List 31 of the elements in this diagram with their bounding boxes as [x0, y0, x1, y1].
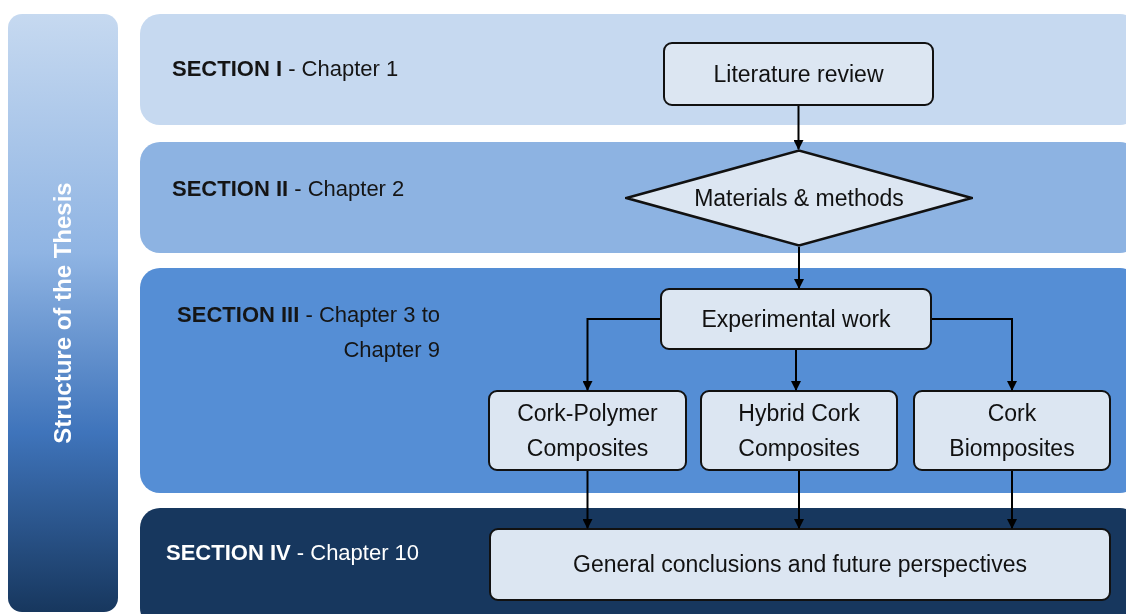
section-band [140, 508, 1126, 614]
arrow [791, 349, 801, 391]
section-band [140, 14, 1126, 125]
section-label: SECTION I - Chapter 1 [172, 55, 399, 83]
box-label: Hybrid Cork Composites [737, 399, 861, 463]
section-band [140, 142, 1126, 253]
diamond-label: Materials & methods [694, 184, 904, 212]
process-box [913, 390, 1111, 471]
section-label: SECTION IV - Chapter 10 [166, 539, 420, 567]
vertical-title: Structure of the Thesis [49, 182, 77, 444]
box-label: General conclusions and future perspectives [573, 550, 1027, 580]
section-label: SECTION III - Chapter 3 to Chapter 9 [176, 301, 440, 365]
section-label: SECTION II - Chapter 2 [172, 175, 405, 203]
box-label: Experimental work [701, 304, 891, 334]
box-label: Cork-Polymer Composites [516, 399, 659, 463]
arrow [931, 318, 1017, 391]
process-box [489, 528, 1111, 601]
arrow [582, 318, 661, 391]
arrow [794, 246, 804, 289]
process-box [660, 288, 932, 350]
arrow [1007, 470, 1017, 529]
process-box [663, 42, 934, 106]
arrow [794, 470, 804, 529]
box-label: Literature review [713, 59, 884, 89]
side-panel [8, 14, 118, 612]
section-band [140, 268, 1126, 493]
arrow [793, 105, 804, 150]
process-box [488, 390, 687, 471]
process-box [700, 390, 898, 471]
arrow [582, 470, 593, 529]
box-label: Cork Biomposites [948, 399, 1076, 463]
